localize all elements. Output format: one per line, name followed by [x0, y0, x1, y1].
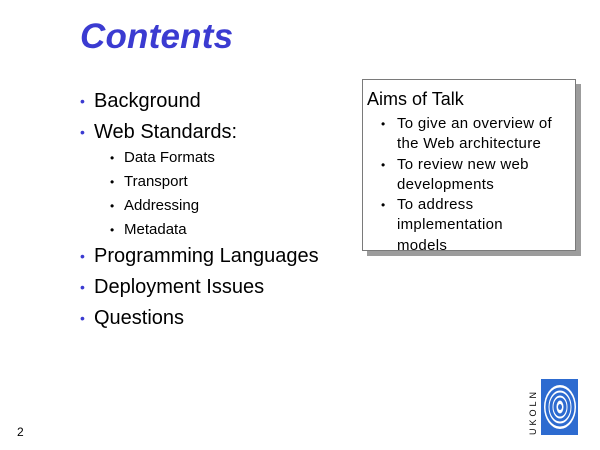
aims-item-line: the Web architecture: [397, 135, 542, 153]
bullet-icon: •: [80, 279, 85, 295]
slide-title: Contents: [80, 17, 234, 56]
list-item-label: Web Standards:: [94, 121, 238, 143]
list-item: • Background: [80, 86, 237, 117]
contents-list-top: • Background • Web Standards:: [80, 86, 237, 148]
bullet-icon: •: [110, 199, 115, 213]
list-item-label: Background: [94, 90, 201, 112]
bullet-icon: •: [80, 124, 85, 140]
list-item: • Deployment Issues: [80, 272, 319, 303]
bullet-icon: •: [381, 157, 386, 172]
aims-item-line: To address: [397, 196, 474, 214]
aims-item-line: To review new web: [397, 155, 529, 173]
sub-list-item: • Data Formats: [110, 146, 215, 170]
aims-item-line: implementation: [397, 216, 503, 234]
aims-item-line: To give an overview of: [397, 115, 553, 132]
sub-list-item-label: Metadata: [124, 221, 187, 238]
sub-list-item: • Addressing: [110, 194, 215, 218]
list-item-label: Programming Languages: [94, 245, 319, 267]
bullet-icon: •: [381, 198, 386, 213]
list-item-label: Questions: [94, 307, 185, 329]
bullet-icon: •: [110, 175, 115, 189]
aims-item: • To give an overview of the Web archite…: [379, 114, 569, 155]
contents-list-bottom: • Programming Languages • Deployment Issue…: [80, 241, 319, 334]
bullet-icon: •: [110, 151, 115, 165]
logo-text: UKOLN: [528, 389, 538, 435]
aims-box: Aims of Talk • To give an overview of th…: [362, 79, 576, 254]
sub-list-item: • Metadata: [110, 218, 215, 242]
bullet-icon: •: [80, 248, 85, 264]
list-item-label: Deployment Issues: [94, 276, 265, 298]
spiral-icon: [541, 379, 578, 435]
bullet-icon: •: [80, 310, 85, 326]
aims-title: Aims of Talk: [367, 89, 464, 109]
contents-sub-list: • Data Formats • Transport • Addressing • Me…: [110, 146, 215, 242]
list-item: • Questions: [80, 303, 319, 334]
bullet-icon: •: [110, 223, 115, 237]
page-number: 2: [17, 425, 24, 439]
aims-item-line: developments: [397, 175, 494, 193]
list-item: • Programming Languages: [80, 241, 319, 272]
sub-list-item-label: Addressing: [124, 197, 200, 214]
aims-item: • To review new web developments: [379, 155, 569, 196]
bullet-icon: •: [80, 93, 85, 109]
bullet-icon: •: [381, 117, 386, 131]
sub-list-item-label: Data Formats: [124, 149, 215, 166]
aims-item: • To address implementation models: [379, 195, 569, 256]
sub-list-item: • Transport: [110, 170, 215, 194]
ukoln-logo: UKOLN: [528, 379, 578, 435]
aims-list: • To give an overview of the Web archite…: [379, 114, 569, 256]
list-item: • Web Standards:: [80, 117, 237, 148]
aims-item-line: models: [397, 236, 448, 254]
sub-list-item-label: Transport: [124, 173, 188, 190]
